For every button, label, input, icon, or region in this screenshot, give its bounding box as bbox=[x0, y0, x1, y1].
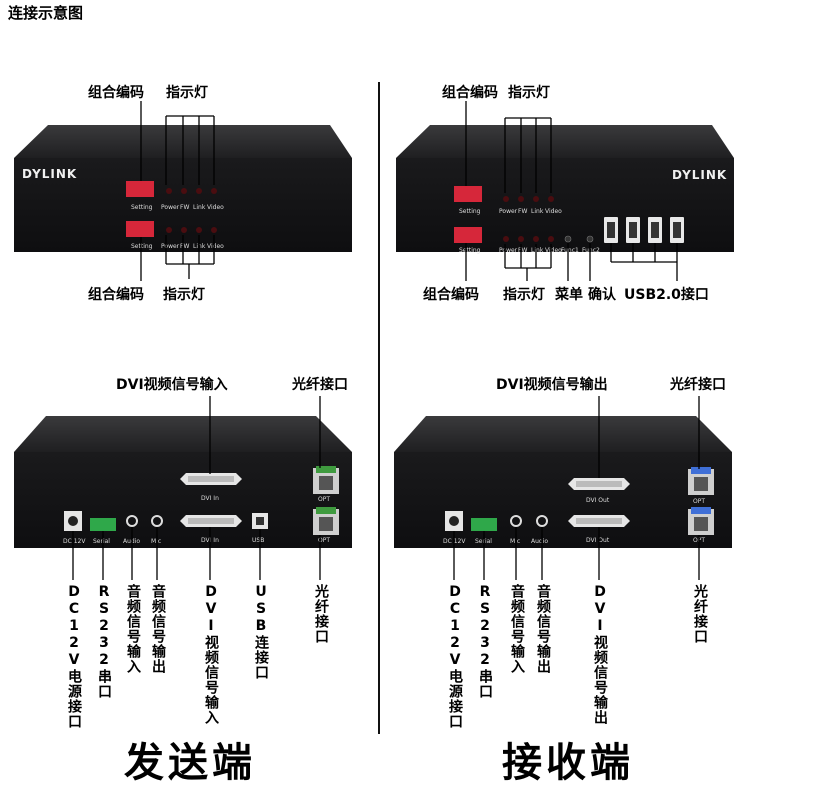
rx-front-panel: DYLINK Setting Setting Power FW Link Vid… bbox=[396, 125, 734, 254]
tx-rear-label-dvi-in: DVI视频信号输入 bbox=[116, 377, 228, 393]
rx-rear-label-dvi-out: DVI视频信号输出 bbox=[496, 377, 608, 393]
rx-serial-terminal bbox=[471, 518, 497, 531]
tx-mic-jack bbox=[151, 515, 163, 527]
tx-vlabel-usb: USB连接口 bbox=[253, 584, 269, 680]
rx-vlabel-rs232: RS232串口 bbox=[477, 584, 493, 699]
svg-text:Video: Video bbox=[207, 243, 224, 250]
page-title: 连接示意图 bbox=[8, 4, 84, 22]
tx-led-row-top: Power FW Link Video bbox=[161, 188, 224, 211]
svg-text:FW: FW bbox=[180, 243, 189, 250]
rx-vlabel-audio-in: 音频信号输入 bbox=[509, 584, 525, 674]
svg-text:OPT: OPT bbox=[318, 496, 330, 503]
svg-text:USB: USB bbox=[252, 537, 264, 544]
tx-audio-jack bbox=[126, 515, 138, 527]
tx-dip-switch-bottom bbox=[126, 221, 154, 237]
tx-front-label-led-bottom: 指示灯 bbox=[163, 287, 205, 303]
svg-text:Link: Link bbox=[193, 204, 206, 211]
column-divider bbox=[378, 82, 380, 734]
leader-lines bbox=[72, 101, 700, 580]
svg-text:Setting: Setting bbox=[459, 208, 481, 215]
svg-text:DVI Out: DVI Out bbox=[586, 537, 610, 544]
tx-vlabel-dc: DC12V电源接口 bbox=[66, 584, 82, 729]
rx-led-row-top: Power FW Link Video bbox=[499, 196, 562, 215]
rx-dvi-top bbox=[568, 478, 630, 490]
rx-audio-jack bbox=[536, 515, 548, 527]
svg-text:Video: Video bbox=[545, 208, 562, 215]
tx-vlabel-rs232: RS232串口 bbox=[96, 584, 112, 699]
svg-text:FW: FW bbox=[180, 204, 189, 211]
svg-text:Power: Power bbox=[161, 204, 180, 211]
rx-fiber-bottom bbox=[688, 507, 714, 535]
rx-vlabel-dc: DC12V电源接口 bbox=[447, 584, 463, 729]
rx-dvi-bottom bbox=[568, 515, 630, 527]
rx-front-label-menu: 菜单 bbox=[555, 287, 583, 303]
svg-text:Mic: Mic bbox=[151, 538, 161, 545]
rx-vlabel-dvi-out: DVI视频信号输出 bbox=[592, 584, 608, 725]
svg-text:Video: Video bbox=[207, 204, 224, 211]
tx-dvi-top bbox=[180, 473, 242, 485]
tx-vlabel-dvi-in: DVI视频信号输入 bbox=[203, 584, 219, 725]
svg-text:OPT: OPT bbox=[693, 498, 705, 505]
svg-text:Serial: Serial bbox=[93, 538, 110, 545]
rx-front-label-confirm: 确认 bbox=[588, 287, 616, 303]
rx-led-row-bottom: Power FW Link Video bbox=[499, 236, 562, 254]
tx-setting-bottom: Setting bbox=[131, 243, 153, 250]
rx-section-label: 接收端 bbox=[502, 740, 634, 786]
svg-text:FW: FW bbox=[518, 247, 527, 254]
tx-vlabel-audio-out: 音频信号输出 bbox=[150, 584, 166, 674]
svg-text:Audio: Audio bbox=[531, 538, 548, 545]
tx-front-label-code-bottom: 组合编码 bbox=[88, 287, 144, 303]
svg-text:Setting: Setting bbox=[459, 247, 481, 254]
tx-dvi-bottom bbox=[180, 515, 242, 527]
rx-rear-label-fiber: 光纤接口 bbox=[670, 377, 726, 393]
rx-front-label-code-bottom: 组合编码 bbox=[423, 287, 479, 303]
tx-front-label-led: 指示灯 bbox=[166, 85, 208, 101]
rx-front-label-usb: USB2.0接口 bbox=[624, 287, 709, 303]
svg-text:DC 12V: DC 12V bbox=[443, 538, 466, 545]
svg-text:Link: Link bbox=[531, 247, 544, 254]
svg-text:Power: Power bbox=[499, 208, 518, 215]
tx-fiber-bottom bbox=[313, 507, 339, 535]
rx-front-label-led-bottom: 指示灯 bbox=[503, 287, 545, 303]
rx-vlabel-audio-out: 音频信号输出 bbox=[535, 584, 551, 674]
rx-usb-ports bbox=[604, 217, 684, 243]
svg-text:OPT: OPT bbox=[318, 537, 330, 544]
rx-front-label-led: 指示灯 bbox=[508, 85, 550, 101]
svg-text:DVI In: DVI In bbox=[201, 495, 219, 502]
svg-text:Func1: Func1 bbox=[561, 247, 579, 254]
rx-vlabel-fiber: 光纤接口 bbox=[692, 584, 708, 644]
svg-text:Mic: Mic bbox=[510, 538, 520, 545]
tx-rear-panel: DC 12V Serial Audio Mic DVI In DVI In US… bbox=[14, 416, 352, 548]
svg-text:Power: Power bbox=[161, 243, 180, 250]
svg-text:Power: Power bbox=[499, 247, 518, 254]
rx-front-logo: DYLINK bbox=[672, 168, 727, 182]
rx-func-buttons: Func1 Func2 bbox=[561, 235, 600, 254]
rx-mic-jack bbox=[510, 515, 522, 527]
tx-fiber-top bbox=[313, 466, 339, 494]
rx-dip-switch-top bbox=[454, 186, 482, 202]
tx-vlabel-audio-in: 音频信号输入 bbox=[125, 584, 141, 674]
tx-rear-label-fiber: 光纤接口 bbox=[292, 377, 348, 393]
tx-setting-top: Setting bbox=[131, 204, 153, 211]
tx-front-logo: DYLINK bbox=[22, 167, 77, 181]
rx-front-label-code: 组合编码 bbox=[442, 85, 498, 101]
tx-vlabel-fiber: 光纤接口 bbox=[313, 584, 329, 644]
tx-dip-switch-top bbox=[126, 181, 154, 197]
rx-rear-panel: DC 12V Serial Mic Audio DVI Out DVI Out … bbox=[394, 416, 732, 548]
tx-front-label-code: 组合编码 bbox=[88, 85, 144, 101]
rx-fiber-top bbox=[688, 467, 714, 495]
rx-dip-switch-bottom bbox=[454, 227, 482, 243]
svg-text:Func2: Func2 bbox=[582, 247, 600, 254]
svg-text:Video: Video bbox=[545, 247, 562, 254]
svg-text:DVI Out: DVI Out bbox=[586, 497, 610, 504]
svg-text:Link: Link bbox=[531, 208, 544, 215]
svg-text:FW: FW bbox=[518, 208, 527, 215]
tx-serial-terminal bbox=[90, 518, 116, 531]
tx-section-label: 发送端 bbox=[124, 740, 256, 786]
svg-text:DC 12V: DC 12V bbox=[63, 538, 86, 545]
